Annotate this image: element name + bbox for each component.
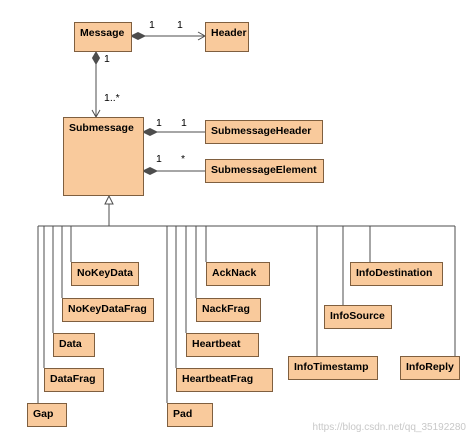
- mult-message-submessage-dst: 1..*: [104, 92, 120, 104]
- class-inforeply[interactable]: InfoReply: [400, 356, 460, 380]
- mult-message-submessage-src: 1: [104, 53, 110, 65]
- class-infodestination[interactable]: InfoDestination: [350, 262, 443, 286]
- class-nokeydata[interactable]: NoKeyData: [71, 262, 139, 286]
- message-submessage-diamond: [91, 51, 101, 65]
- mult-submessage-element-dst: *: [181, 153, 186, 165]
- class-message[interactable]: Message: [74, 22, 132, 52]
- message-header-diamond: [129, 31, 147, 41]
- submessage-header-diamond: [141, 127, 159, 137]
- class-acknack[interactable]: AckNack: [206, 262, 270, 286]
- mult-submessage-header-src: 1: [156, 117, 162, 129]
- class-infotimestamp[interactable]: InfoTimestamp: [288, 356, 378, 380]
- class-datafrag[interactable]: DataFrag: [44, 368, 104, 392]
- mult-submessage-element-src: 1: [156, 153, 162, 165]
- class-submessage-header[interactable]: SubmessageHeader: [205, 120, 323, 144]
- class-submessage-element[interactable]: SubmessageElement: [205, 159, 324, 183]
- mult-submessage-header-dst: 1: [181, 117, 187, 129]
- mult-message-header-src: 1: [149, 19, 155, 31]
- submessage-element-diamond: [141, 166, 159, 176]
- class-data[interactable]: Data: [53, 333, 95, 357]
- class-nackfrag[interactable]: NackFrag: [196, 298, 261, 322]
- class-gap[interactable]: Gap: [27, 403, 67, 427]
- class-header[interactable]: Header: [205, 22, 249, 52]
- mult-message-header-dst: 1: [177, 19, 183, 31]
- class-heartbeatfrag[interactable]: HeartbeatFrag: [176, 368, 273, 392]
- watermark: https://blog.csdn.net/qq_35192280: [312, 422, 466, 433]
- class-submessage[interactable]: Submessage: [63, 117, 144, 196]
- class-pad[interactable]: Pad: [167, 403, 213, 427]
- class-nokeydatafrag[interactable]: NoKeyDataFrag: [62, 298, 154, 322]
- generalization-triangle: [104, 194, 114, 205]
- class-heartbeat[interactable]: Heartbeat: [186, 333, 259, 357]
- class-infosource[interactable]: InfoSource: [324, 305, 392, 329]
